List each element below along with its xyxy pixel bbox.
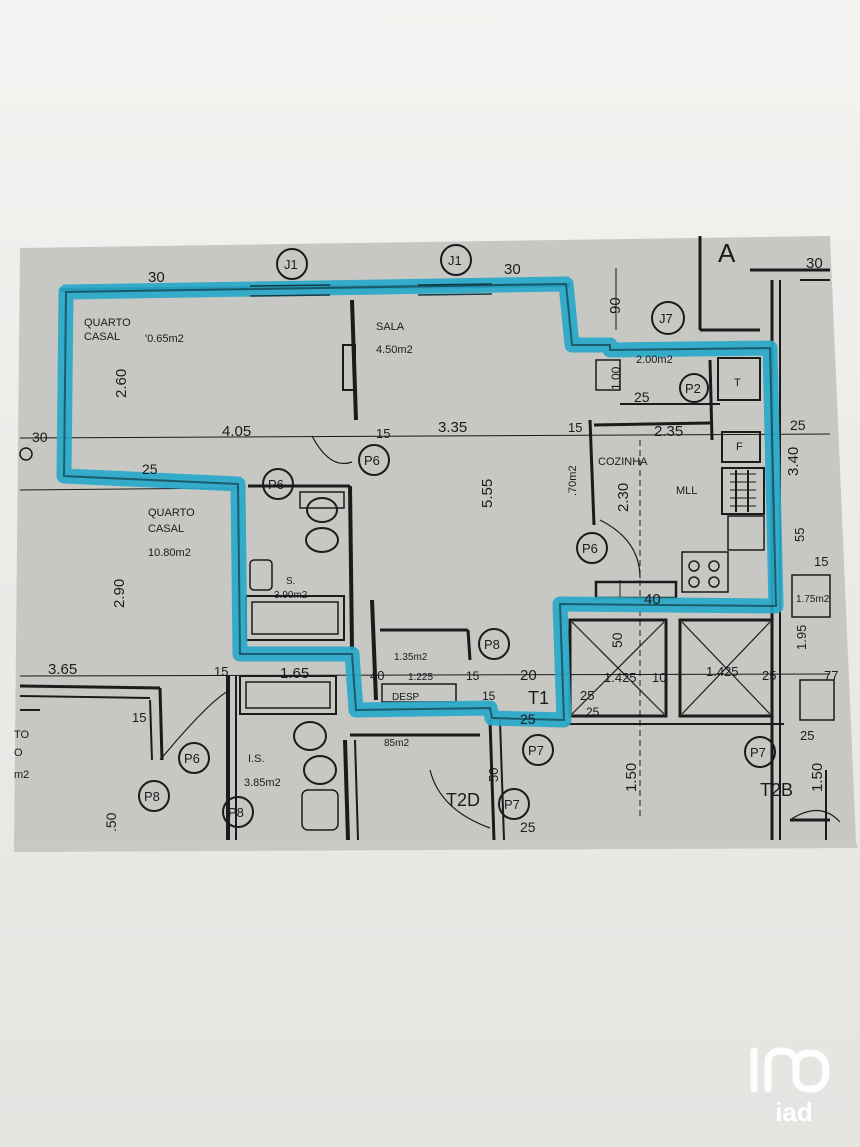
room-name-quarto-2a: QUARTO [148, 507, 195, 519]
dim-2-60: 2.60 [113, 369, 130, 398]
dim-70: .70m2 [567, 465, 579, 496]
boundary-ink-edge [62, 282, 778, 722]
room-name-quarto-1a: QUARTO [84, 317, 131, 329]
room-area-bath-1: 3.90m2 [274, 590, 308, 601]
dim-55: 55 [792, 528, 807, 542]
dim-1-425-b: 1.425 [706, 664, 739, 679]
room-area-bath-2: 3.85m2 [244, 777, 281, 789]
dim-30-top-right: 30 [806, 255, 823, 272]
room-name-desp: DESP [392, 692, 420, 703]
dim-1-65: 1.65 [280, 665, 309, 682]
tag-a: A [718, 238, 736, 268]
room-area-hall: 2.00m2 [636, 354, 673, 366]
window-marks [249, 283, 493, 297]
dim-15-e: 15 [814, 554, 828, 569]
plan-paper [14, 236, 856, 846]
room-area-left: m2 [14, 769, 29, 781]
dim-3-65: 3.65 [48, 661, 77, 678]
dim-25-b: 25 [790, 417, 806, 433]
iad-logo: iad [750, 1047, 830, 1127]
dim-1-425-a: 1.425 [604, 670, 637, 685]
tag-p8-b: P8 [144, 789, 160, 804]
tag-p7-b: P7 [504, 797, 520, 812]
tag-p6-d: P6 [184, 751, 200, 766]
dim-15-b: 15 [568, 420, 582, 435]
dim-40-b: 40 [644, 591, 661, 608]
dim-3-40: 3.40 [785, 447, 802, 476]
tag-j1-a: J1 [284, 257, 298, 272]
tag-t2d: T2D [446, 790, 480, 810]
dim-30-left: 30 [32, 429, 48, 445]
tag-j7: J7 [659, 311, 673, 326]
dim-25-c: 25 [142, 461, 158, 477]
dim-50-b: .50 [103, 812, 119, 832]
room-name-quarto-1b: CASAL [84, 331, 120, 343]
dim-50-a: 50 [609, 632, 625, 648]
tag-t1: T1 [528, 688, 549, 708]
room-area-small-1: 1.35m2 [394, 652, 428, 663]
dim-4-05: 4.05 [222, 423, 251, 440]
dim-2-35: 2.35 [654, 423, 683, 440]
room-area-quarto-2: 10.80m2 [148, 547, 191, 559]
paper-shadow [14, 842, 858, 852]
room-name-left: TO [14, 729, 30, 741]
tag-j1-b: J1 [448, 253, 462, 268]
room-name-quarto-2b: CASAL [148, 523, 184, 535]
tag-p2: P2 [685, 381, 701, 396]
tag-p6-a: P6 [364, 453, 380, 468]
room-area-right: 1.75m2 [796, 594, 830, 605]
room-sub-left: O [14, 747, 23, 759]
dim-25-f: 25 [762, 668, 776, 683]
dim-3-35: 3.35 [438, 419, 467, 436]
room-name-sala: SALA [376, 321, 405, 333]
dim-2-90: 2.90 [111, 579, 128, 608]
dim-77: 77 [824, 668, 838, 683]
dim-2-30: 2.30 [615, 483, 632, 512]
tag-p8-c: P8 [228, 805, 244, 820]
tag-p8-a: P8 [484, 637, 500, 652]
tag-p6-b: P6 [268, 477, 284, 492]
circled-tags [138, 244, 776, 828]
dim-25-i: 25 [800, 728, 814, 743]
room-area-quarto-1: '0.65m2 [145, 333, 184, 345]
dim-10: 10 [652, 670, 666, 685]
dim-50-c: 50 [486, 768, 501, 782]
dim-1-95: 1.95 [794, 625, 809, 650]
room-area-small-2: 1.225 [408, 672, 433, 683]
dimension-labels: 30 30 30 90 2.60 4.05 3.35 15 15 2.35 25… [32, 255, 838, 835]
tag-p6-c: P6 [582, 541, 598, 556]
tag-t-box: T [734, 377, 741, 389]
iad-logo-text: iad [775, 1097, 813, 1127]
tag-p7-c: P7 [750, 745, 766, 760]
dim-1-00: 1.00 [609, 366, 623, 390]
dim-25-h: 25 [586, 705, 600, 719]
room-area-sala: 4.50m2 [376, 344, 413, 356]
dim-20: 20 [520, 667, 537, 684]
tag-p7-a: P7 [528, 743, 544, 758]
kitchen-furniture-label: MLL [676, 485, 697, 497]
room-area-lower: 85m2 [384, 738, 409, 749]
room-name-cozinha: COZINHA [598, 456, 648, 468]
dim-15-g: 15 [466, 669, 480, 683]
tag-t2b: T2B [760, 780, 793, 800]
dim-15-a: 15 [376, 426, 390, 441]
dim-30-top-left: 30 [148, 269, 165, 286]
dim-25-e: 25 [580, 688, 594, 703]
dim-30-top-mid: 30 [504, 261, 521, 278]
room-name-bath-1: S. [286, 576, 295, 587]
dim-15-d: 15 [482, 689, 496, 703]
dim-1-50-a: 1.50 [623, 763, 640, 792]
dim-40: 40 [370, 668, 384, 683]
dim-15-c: 15 [214, 664, 228, 679]
dim-15-f: 15 [132, 710, 146, 725]
dim-25-a: 25 [634, 389, 650, 405]
dim-25-d: 25 [520, 711, 536, 727]
tag-f-box: F [736, 441, 743, 453]
room-name-bath-2: I.S. [248, 753, 265, 765]
dim-90: 90 [607, 297, 624, 314]
dim-5-55: 5.55 [479, 479, 496, 508]
dim-25-g: 25 [520, 819, 536, 835]
dim-1-50-b: 1.50 [809, 763, 826, 792]
